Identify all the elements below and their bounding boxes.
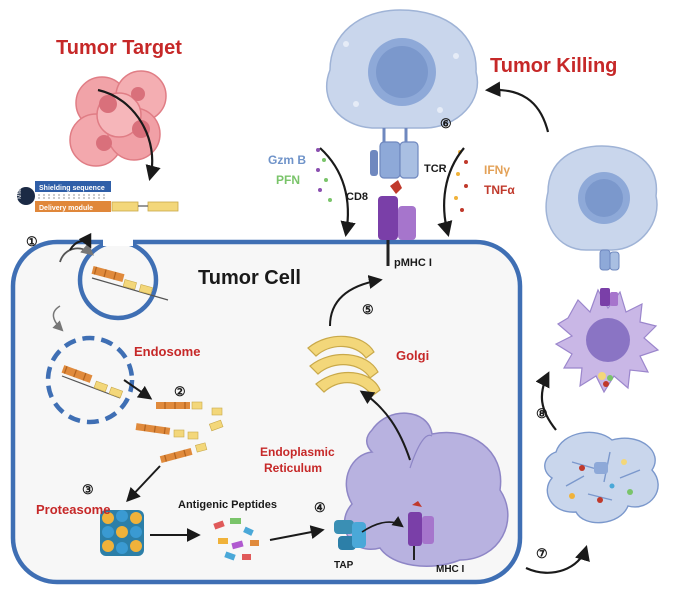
pmhc1-label: pMHC I	[394, 257, 432, 269]
target-arrow	[97, 88, 161, 181]
mhc1-er	[408, 501, 434, 560]
cd8-label: CD8	[346, 191, 368, 203]
title-tumor-target: Tumor Target	[56, 37, 182, 59]
step-1-marker: ①	[26, 234, 38, 249]
release-antigen-arrow	[525, 545, 590, 574]
tumor-cell-label: Tumor Cell	[198, 267, 301, 289]
endosome-arrow	[52, 305, 64, 332]
release-arrow	[123, 379, 153, 400]
endoplasmic-reticulum	[343, 412, 509, 567]
er-fold	[409, 434, 433, 469]
released-fragments	[135, 401, 224, 464]
step-8-marker: ⑧	[536, 406, 548, 421]
pmhc1-surface	[378, 180, 416, 266]
reactivation-arrow	[535, 371, 557, 431]
tap-arrow	[361, 516, 404, 533]
killing-arrow	[484, 81, 550, 133]
tap-label: TAP	[334, 560, 354, 571]
golgi-apparatus	[307, 335, 381, 397]
delivery-label: Delivery module	[39, 205, 93, 212]
golgi-to-surface-arrow	[329, 275, 383, 327]
t-cell-right	[545, 145, 658, 271]
probe-module	[17, 181, 179, 212]
step-5-marker: ⑤	[362, 302, 374, 317]
dying-tumor-cell	[554, 288, 660, 394]
tcr-label: TCR	[424, 163, 447, 175]
step-3-marker: ③	[82, 482, 94, 497]
er-label-2: Reticulum	[264, 461, 322, 475]
apoptotic-fragments	[544, 431, 659, 524]
tumor-target-cluster	[69, 70, 167, 167]
mhc1-label: MHC I	[436, 564, 465, 575]
antigenic-peptides-label: Antigenic Peptides	[178, 499, 277, 511]
to-tap-arrow	[269, 525, 325, 541]
uptake-arrow-2	[69, 232, 92, 251]
proteasome-label: Proteasome	[36, 502, 110, 517]
step-2-marker: ②	[174, 384, 186, 399]
t-cell-top	[325, 9, 479, 129]
step-4-marker: ④	[314, 500, 326, 515]
proteasome-barrel	[100, 510, 144, 556]
gzmb-label: Gzm B	[268, 153, 306, 167]
step-7-marker: ⑦	[536, 546, 548, 561]
cytotoxic-arrow-right	[437, 147, 465, 237]
tap-transporter	[334, 520, 366, 550]
ifng-label: IFNγ	[484, 163, 510, 177]
uptake-arrow	[59, 242, 94, 263]
step-6-marker: ⑥	[440, 116, 452, 131]
er-to-golgi-arrow	[359, 390, 411, 461]
endosome-forming	[77, 236, 169, 321]
title-tumor-killing: Tumor Killing	[490, 55, 617, 77]
tcr-complex	[370, 128, 419, 179]
endosome-label: Endosome	[134, 344, 200, 359]
golgi-label: Golgi	[396, 348, 429, 363]
to-proteasome-arrow	[126, 465, 161, 503]
er-label-1: Endoplasmic	[260, 445, 335, 459]
endosome	[45, 335, 135, 425]
mmp-label: MMP-2	[17, 181, 23, 199]
pfn-label: PFN	[276, 173, 300, 187]
antigenic-peptides	[213, 518, 259, 561]
tnfa-label: TNFα	[484, 183, 515, 197]
shielding-label: Shielding sequence	[39, 185, 105, 192]
cytotoxic-arrow-left	[319, 147, 356, 238]
